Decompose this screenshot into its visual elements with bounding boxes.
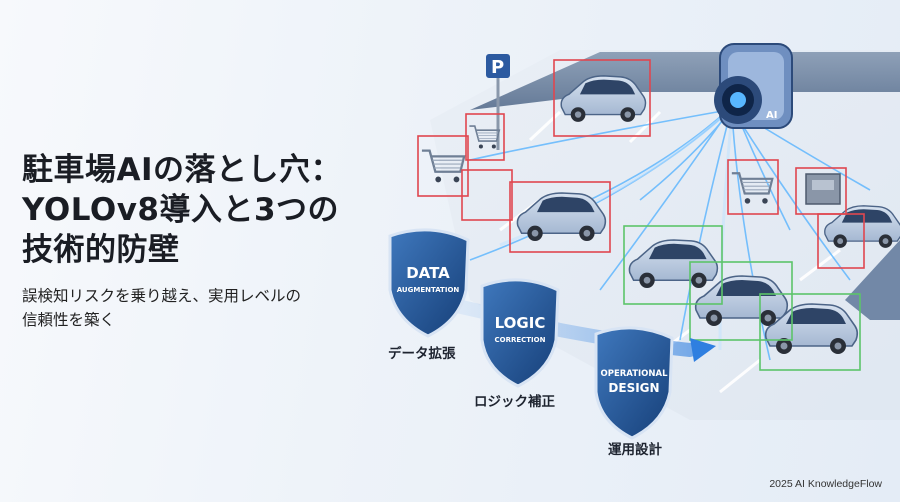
caption-data-augmentation: データ拡張 [388,346,456,362]
curb-right [845,240,900,320]
subtitle-line-2: 信頼性を築く [22,311,116,329]
shield-logic-correction: LOGIC CORRECTION [480,278,560,388]
false-detection-box [461,169,513,221]
shield-3-subtitle: DESIGN [608,381,659,395]
subtitle: 誤検知リスクを乗り越え、実用レベルの 信頼性を築く [22,284,382,332]
shield-1-title: DATA [406,264,450,282]
ai-camera-icon: AI [714,43,793,129]
shield-operational-design: OPERATIONAL DESIGN [594,326,674,440]
shield-1-subtitle: AUGMENTATION [397,286,460,294]
parking-sign-letter: P [491,57,504,78]
camera-label: AI [766,110,777,121]
title-line-1: 駐車場AIの落とし穴： [22,152,343,188]
false-detection-box [417,135,469,197]
false-detection-box [727,159,779,215]
false-detection-box [509,181,611,253]
title-line-2: YOLOv8導入と3つの [22,192,340,228]
subtitle-line-1: 誤検知リスクを乗り越え、実用レベルの [22,287,302,305]
title-line-3: 技術的防壁 [22,232,180,268]
correct-detection-box [689,261,793,341]
false-detection-box [465,113,505,161]
shield-data-augmentation: DATA AUGMENTATION [388,228,470,338]
footer-credit: 2025 AI KnowledgeFlow [769,478,882,490]
false-detection-box [553,59,651,137]
correct-detection-box [623,225,723,305]
package-box-icon [805,173,841,205]
shield-3-title: OPERATIONAL [600,369,668,379]
correct-detection-box [759,293,861,371]
caption-operational-design: 運用設計 [608,442,662,458]
false-detection-box [817,213,865,269]
shield-2-title: LOGIC [495,314,546,332]
shield-2-subtitle: CORRECTION [495,336,546,344]
page-title: 駐車場AIの落とし穴： YOLOv8導入と3つの 技術的防壁 [22,150,402,270]
caption-logic-correction: ロジック補正 [474,394,555,410]
